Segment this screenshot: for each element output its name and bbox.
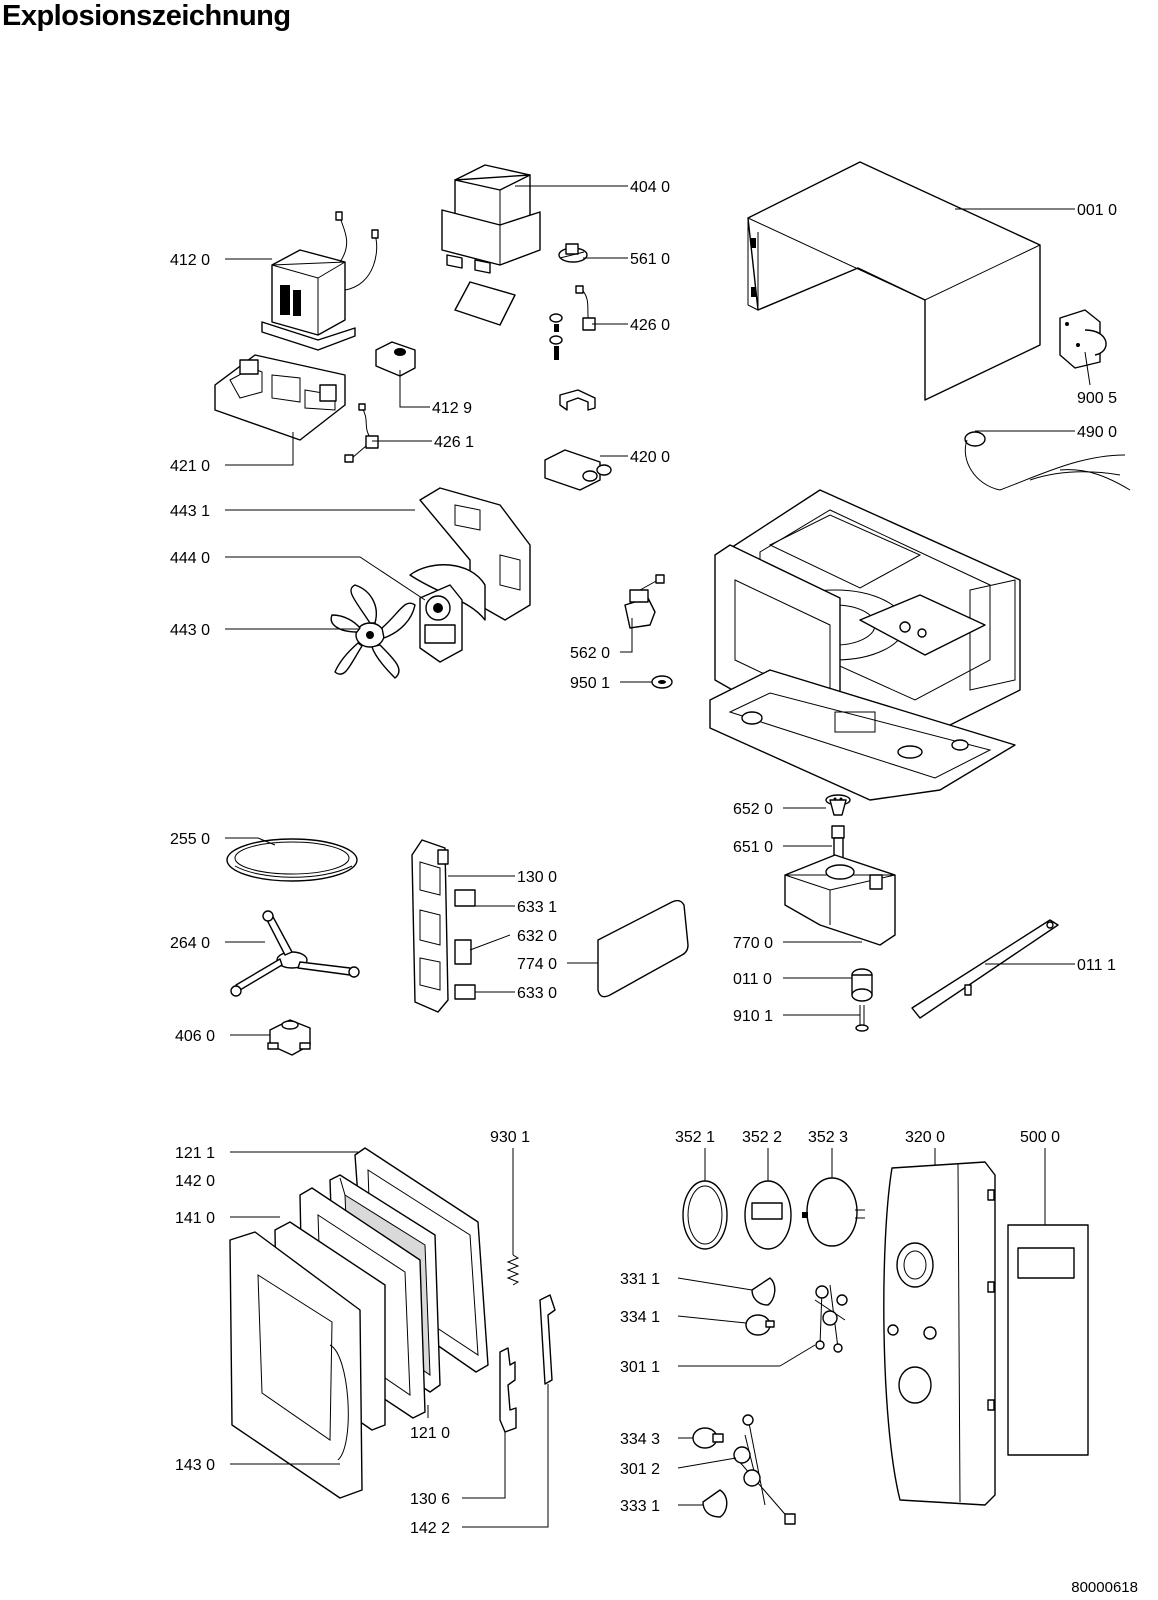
part-label-632-0: 632 0: [517, 928, 557, 945]
part-label-561-0: 561 0: [630, 251, 670, 268]
leader-lines: [225, 185, 1091, 1528]
part-label-121-0: 121 0: [410, 1425, 450, 1442]
coupling-part: [825, 794, 851, 816]
control-panel-part: [883, 1161, 996, 1506]
part-label-333-1: 333 1: [620, 1498, 660, 1515]
transformer-part: [441, 164, 541, 274]
decor-ring-part: [682, 1180, 728, 1250]
page-title: Explosionszeichnung: [2, 0, 291, 32]
part-label-352-1: 352 1: [675, 1129, 715, 1146]
hinge-bracket-part: [1059, 309, 1107, 369]
part-label-443-1: 443 1: [170, 503, 210, 520]
part-label-900-5: 900 5: [1077, 390, 1117, 407]
part-label-143-0: 143 0: [175, 1457, 215, 1474]
manual-sheet-part: [1007, 1224, 1089, 1456]
part-label-334-1: 334 1: [620, 1309, 660, 1326]
fan-blade-part: [330, 584, 416, 679]
fan-motor-part: [419, 584, 463, 663]
part-label-142-0: 142 0: [175, 1173, 215, 1190]
display-board-part: [802, 1177, 865, 1247]
part-label-774-0: 774 0: [517, 956, 557, 973]
part-label-130-0: 130 0: [517, 869, 557, 886]
part-label-421-0: 421 0: [170, 458, 210, 475]
document-number: 80000618: [1071, 1579, 1138, 1596]
circuit-board-part: [214, 354, 346, 441]
part-label-426-0: 426 0: [630, 317, 670, 334]
part-label-142-2: 142 2: [410, 1520, 450, 1537]
part-label-264-0: 264 0: [170, 935, 210, 952]
part-label-950-1: 950 1: [570, 675, 610, 692]
control-knob-part: [745, 1314, 775, 1336]
part-label-412-9: 412 9: [432, 400, 472, 417]
lamp-part: [964, 431, 1131, 491]
mounting-rail-part: [911, 919, 1059, 1019]
mica-cover-part: [597, 899, 689, 998]
screw-part: [855, 1005, 869, 1032]
capacitor-part: [544, 449, 612, 491]
part-label-404-0: 404 0: [630, 179, 670, 196]
part-labels: 404 0 001 0 412 0 561 0 426 0 412 9 900 …: [170, 179, 1117, 1537]
part-label-130-6: 130 6: [410, 1491, 450, 1508]
switch-assembly-part: [814, 1284, 848, 1353]
fuse-holder-part: [344, 403, 379, 463]
outer-case-part: [747, 161, 1041, 401]
turntable-plate-part: [226, 838, 358, 882]
nut-part: [651, 675, 673, 689]
door-latch-board-part: [411, 839, 476, 1013]
capacitor-bracket-part: [559, 389, 596, 411]
part-label-001-0: 001 0: [1077, 202, 1117, 219]
part-label-121-1: 121 1: [175, 1145, 215, 1162]
roller-support-part: [230, 910, 360, 997]
latch-hook-part: [499, 1347, 517, 1433]
part-label-490-0: 490 0: [1077, 424, 1117, 441]
part-label-910-1: 910 1: [733, 1008, 773, 1025]
part-label-301-1: 301 1: [620, 1359, 660, 1376]
part-label-412-0: 412 0: [170, 252, 210, 269]
display-window-part: [744, 1180, 792, 1250]
spring-part: [506, 1254, 520, 1286]
thermostat-part: [624, 574, 665, 629]
part-label-500-0: 500 0: [1020, 1129, 1060, 1146]
part-label-331-1: 331 1: [620, 1271, 660, 1288]
push-button-part: [702, 1489, 728, 1518]
hv-transformer-part: [261, 211, 379, 351]
part-label-352-2: 352 2: [742, 1129, 782, 1146]
timer-switch-part: [733, 1414, 796, 1525]
part-label-141-0: 141 0: [175, 1210, 215, 1227]
timer-knob-part: [692, 1427, 724, 1449]
part-label-334-3: 334 3: [620, 1431, 660, 1448]
part-label-320-0: 320 0: [905, 1129, 945, 1146]
turntable-motor-part: [267, 1019, 311, 1056]
part-label-420-0: 420 0: [630, 449, 670, 466]
waveguide-part: [784, 854, 896, 946]
door-lever-part: [539, 1294, 556, 1385]
insulation-sheet-part: [454, 281, 516, 326]
part-label-633-1: 633 1: [517, 899, 557, 916]
part-label-652-0: 652 0: [733, 801, 773, 818]
fuse-part: [549, 285, 596, 360]
part-label-770-0: 770 0: [733, 935, 773, 952]
part-label-444-0: 444 0: [170, 550, 210, 567]
part-label-011-1: 011 1: [1077, 957, 1116, 974]
part-label-255-0: 255 0: [170, 831, 210, 848]
thermal-clip-part: [558, 243, 588, 263]
oven-cavity-part: [709, 489, 1021, 801]
knob-part: [851, 968, 873, 1002]
part-label-011-0: 011 0: [733, 971, 772, 988]
part-label-406-0: 406 0: [175, 1028, 215, 1045]
part-label-930-1: 930 1: [490, 1129, 530, 1146]
button-part: [751, 1277, 776, 1306]
part-label-301-2: 301 2: [620, 1461, 660, 1478]
part-label-651-0: 651 0: [733, 839, 773, 856]
part-label-562-0: 562 0: [570, 645, 610, 662]
part-label-633-0: 633 0: [517, 985, 557, 1002]
ferrite-core-part: [375, 341, 416, 377]
part-label-426-1: 426 1: [434, 434, 474, 451]
door-front-part: [229, 1231, 363, 1499]
part-label-352-3: 352 3: [808, 1129, 848, 1146]
part-label-443-0: 443 0: [170, 622, 210, 639]
